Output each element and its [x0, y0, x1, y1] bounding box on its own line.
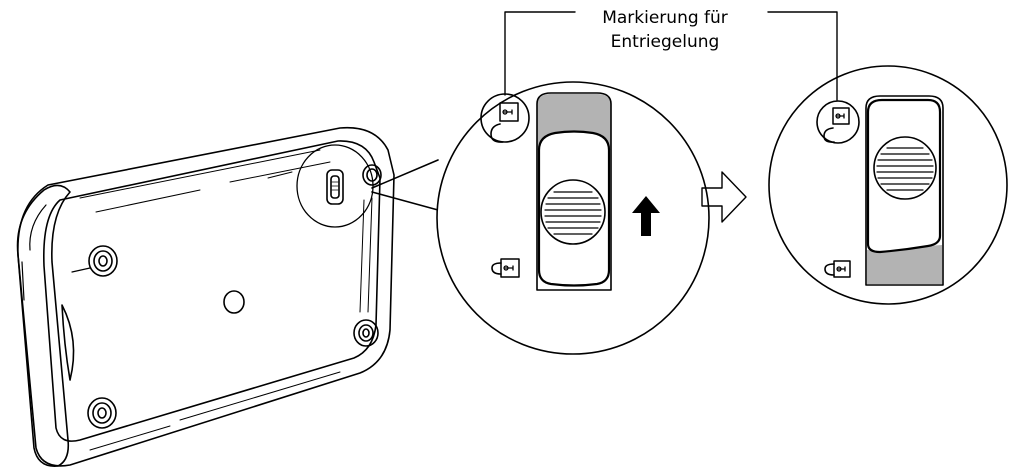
lock-closed-icon	[491, 258, 520, 278]
slider-grip-2	[873, 136, 937, 200]
callout-line-2: Entriegelung	[610, 32, 720, 52]
device-foot-lower-right	[353, 319, 379, 347]
slider-grip	[540, 179, 606, 245]
device-screw-hole	[223, 290, 245, 314]
zoom-line-upper	[371, 159, 439, 189]
device-back	[16, 126, 395, 467]
zoom-line-lower	[371, 191, 439, 211]
device-foot-upper-left	[71, 245, 118, 277]
lock-open-icon-2	[816, 100, 860, 144]
unlock-mark-callout: Markierung für Entriegelung	[560, 6, 770, 54]
zoom-circle-unlocking	[436, 81, 710, 355]
zoom-source-circle	[296, 144, 374, 228]
callout-leaders	[504, 11, 838, 101]
lock-closed-icon-2	[824, 260, 851, 278]
device-foot-lower-left	[87, 397, 117, 429]
arrow-right-icon	[701, 171, 747, 223]
callout-line-1: Markierung für	[602, 8, 728, 28]
arrow-up-icon	[632, 196, 660, 236]
device-lock-switch	[326, 169, 344, 205]
zoom-circle-unlocked	[768, 65, 1008, 305]
device-foot-upper-right	[362, 164, 382, 186]
